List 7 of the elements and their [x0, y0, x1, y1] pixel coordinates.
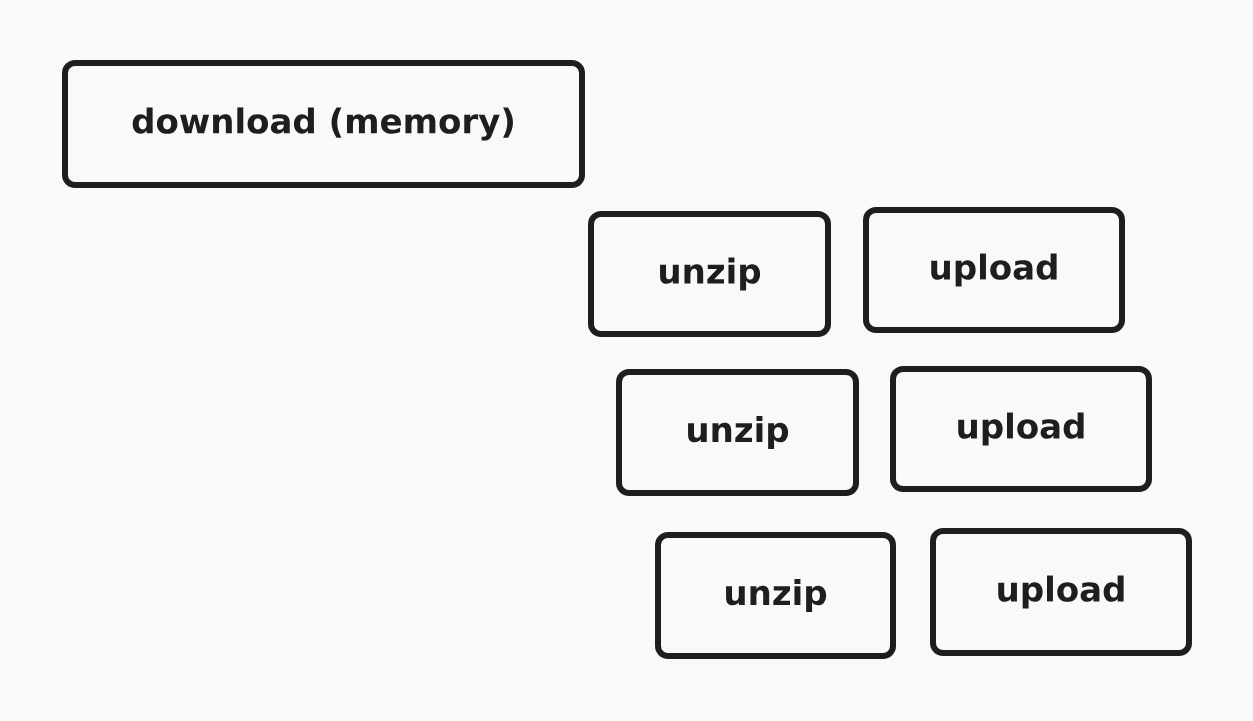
process-box: unzip — [655, 532, 896, 659]
process-box: download (memory) — [62, 60, 585, 188]
process-box: unzip — [588, 211, 831, 337]
process-box: upload — [930, 528, 1192, 656]
process-box: upload — [890, 366, 1152, 492]
process-box: upload — [863, 207, 1125, 333]
process-box: unzip — [616, 369, 859, 496]
